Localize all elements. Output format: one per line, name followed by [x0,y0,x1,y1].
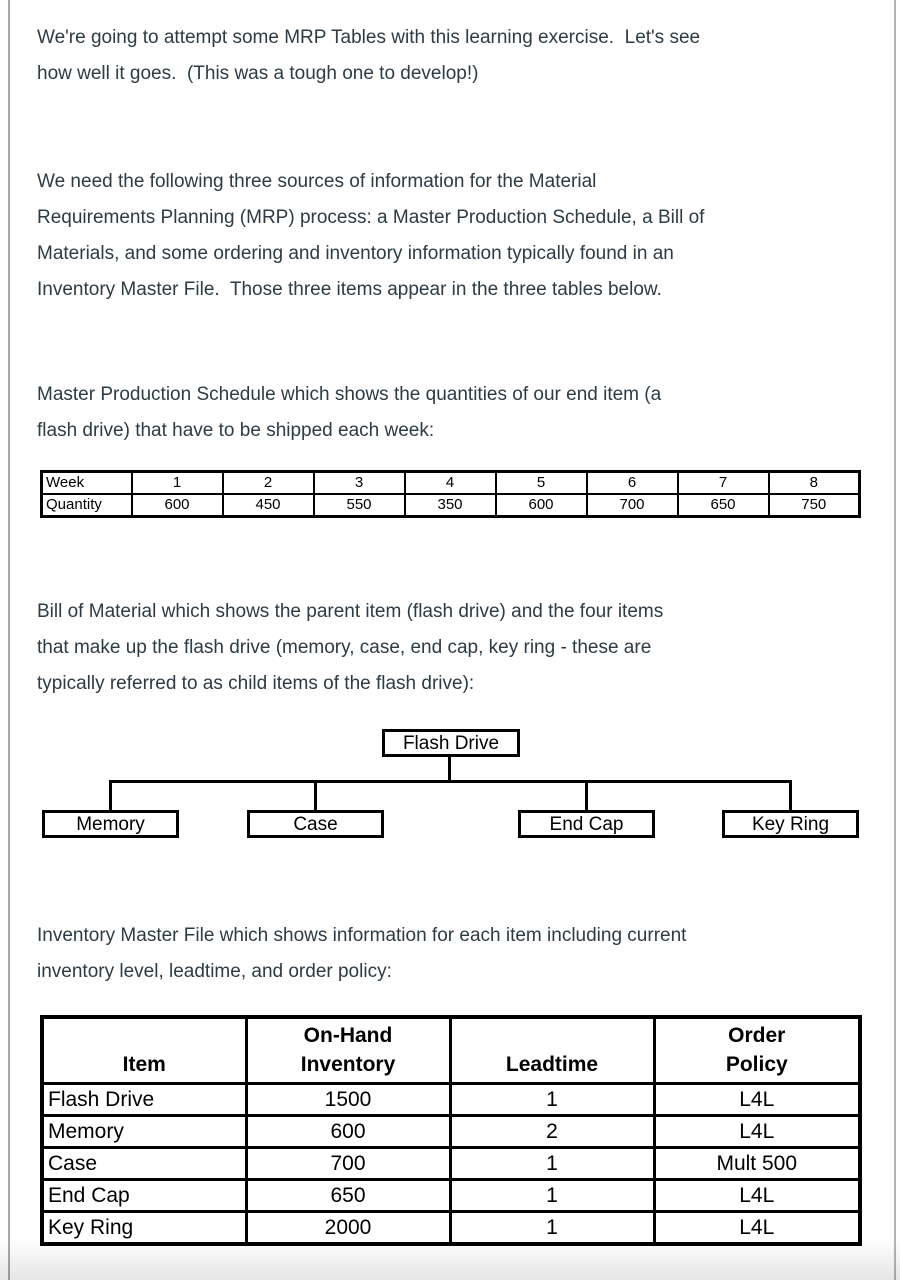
imf-item-cell: End Cap [40,1177,248,1213]
imf-header-leadtime: Leadtime [448,1015,656,1085]
imf-on-hand-cell: 1500 [244,1081,452,1117]
text-line: Bill of Material which shows the parent … [37,601,664,622]
imf-item-cell: Case [40,1145,248,1181]
connector-line [314,780,317,810]
text-line: Materials, and some ordering and invento… [37,243,674,264]
mps-week-cell: 3 [312,470,406,495]
mps-week-cell: 1 [130,470,224,495]
imf-order-policy-cell: L4L [652,1177,862,1213]
bom-node-key-ring: Key Ring [722,810,859,838]
imf-row-case: Case 700 1 Mult 500 [40,1145,862,1181]
bom-node-end-cap: End Cap [518,810,655,838]
paragraph-sources: We need the following three sources of i… [37,164,867,308]
imf-header-order-policy: Order Policy [652,1015,862,1085]
connector-line [109,780,791,783]
text-line: typically referred to as child items of … [37,673,475,694]
imf-header-row: Item On-Hand Inventory Leadtime Order Po… [40,1015,862,1085]
imf-row-key-ring: Key Ring 2000 1 L4L [40,1209,862,1245]
mps-quantity-cell: 600 [494,493,588,518]
mps-week-cell: 6 [585,470,679,495]
text-line: Master Production Schedule which shows t… [37,384,662,405]
text-line: that make up the flash drive (memory, ca… [37,637,652,658]
imf-leadtime-cell: 1 [448,1177,656,1213]
text-line: Inventory Master File which shows inform… [37,925,687,946]
text-line: flash drive) that have to be shipped eac… [37,420,435,441]
header-line: Inventory [300,1052,396,1076]
header-line: Order [728,1023,786,1047]
mps-week-row: Week 1 2 3 4 5 6 7 8 [40,470,861,495]
mps-table: Week 1 2 3 4 5 6 7 8 Quantity 600 450 55… [40,470,861,518]
mps-week-label: Week [40,470,133,495]
imf-row-flash-drive: Flash Drive 1500 1 L4L [40,1081,862,1117]
bom-node-memory: Memory [42,810,179,838]
imf-order-policy-cell: Mult 500 [652,1145,862,1181]
text-line: how well it goes. (This was a tough one … [37,63,479,84]
imf-leadtime-cell: 2 [448,1113,656,1149]
paragraph-intro: We're going to attempt some MRP Tables w… [37,20,867,92]
mps-quantity-cell: 650 [676,493,770,518]
imf-leadtime-cell: 1 [448,1081,656,1117]
mps-quantity-cell: 750 [767,493,861,518]
mps-quantity-cell: 700 [585,493,679,518]
connector-line [585,780,588,810]
mps-week-cell: 4 [403,470,497,495]
imf-on-hand-cell: 600 [244,1113,452,1149]
imf-row-memory: Memory 600 2 L4L [40,1113,862,1149]
paragraph-imf-intro: Inventory Master File which shows inform… [37,918,867,990]
imf-on-hand-cell: 650 [244,1177,452,1213]
mps-week-cell: 2 [221,470,315,495]
connector-line [448,757,451,781]
bom-node-flash-drive: Flash Drive [382,729,520,757]
imf-item-cell: Memory [40,1113,248,1149]
imf-item-cell: Flash Drive [40,1081,248,1117]
bom-node-case: Case [247,810,384,838]
mps-quantity-cell: 600 [130,493,224,518]
connector-line [109,780,112,810]
mps-quantity-label: Quantity [40,493,133,518]
mps-week-cell: 7 [676,470,770,495]
text-line: We need the following three sources of i… [37,171,597,192]
header-line: On-Hand [303,1023,393,1047]
mps-week-cell: 8 [767,470,861,495]
mps-quantity-cell: 550 [312,493,406,518]
text-line: inventory level, leadtime, and order pol… [37,961,392,982]
imf-on-hand-cell: 700 [244,1145,452,1181]
page-left-border [8,0,10,1280]
mps-quantity-row: Quantity 600 450 550 350 600 700 650 750 [40,493,861,518]
mps-quantity-cell: 450 [221,493,315,518]
text-line: Inventory Master File. Those three items… [37,279,662,300]
imf-on-hand-cell: 2000 [244,1209,452,1245]
imf-header-item: Item [40,1015,248,1085]
text-line: We're going to attempt some MRP Tables w… [37,27,701,48]
mps-week-cell: 5 [494,470,588,495]
imf-header-on-hand: On-Hand Inventory [244,1015,452,1085]
imf-leadtime-cell: 1 [448,1145,656,1181]
imf-order-policy-cell: L4L [652,1209,862,1245]
imf-order-policy-cell: L4L [652,1081,862,1117]
connector-line [789,780,792,810]
imf-leadtime-cell: 1 [448,1209,656,1245]
imf-table: Item On-Hand Inventory Leadtime Order Po… [40,1015,862,1246]
imf-row-end-cap: End Cap 650 1 L4L [40,1177,862,1213]
text-line: Requirements Planning (MRP) process: a M… [37,207,705,228]
imf-item-cell: Key Ring [40,1209,248,1245]
page-right-border [894,0,896,1280]
paragraph-mps-intro: Master Production Schedule which shows t… [37,377,867,449]
header-line: Policy [725,1052,788,1076]
paragraph-bom-intro: Bill of Material which shows the parent … [37,594,867,702]
imf-order-policy-cell: L4L [652,1113,862,1149]
mps-quantity-cell: 350 [403,493,497,518]
